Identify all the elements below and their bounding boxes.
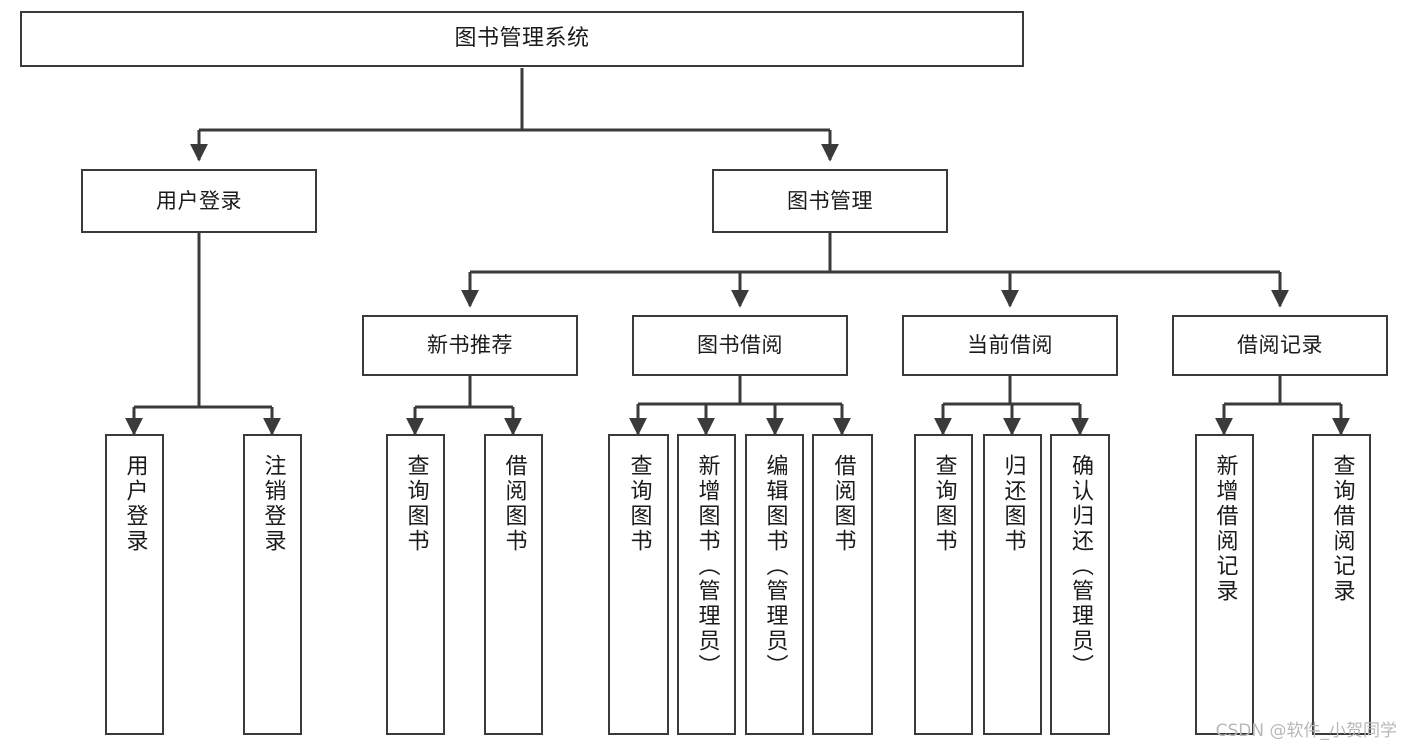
node-leaf-query-book-1[interactable]: 查询图书 <box>386 434 445 735</box>
node-root-system[interactable]: 图书管理系统 <box>20 11 1024 67</box>
node-leaf-user-login[interactable]: 用户登录 <box>105 434 164 735</box>
node-borrow-record[interactable]: 借阅记录 <box>1172 315 1388 376</box>
node-leaf-add-record[interactable]: 新增借阅记录 <box>1195 434 1254 735</box>
node-label: 图书管理 <box>787 188 873 213</box>
node-leaf-return-book[interactable]: 归还图书 <box>983 434 1042 735</box>
node-label: 查询图书 <box>403 454 429 554</box>
node-label: 新增图书（管理员） <box>694 454 720 679</box>
node-current-borrow[interactable]: 当前借阅 <box>902 315 1118 376</box>
node-label: 借阅图书 <box>501 454 527 554</box>
node-label: 当前借阅 <box>967 333 1053 358</box>
node-label: 图书管理系统 <box>454 26 590 52</box>
node-user-login[interactable]: 用户登录 <box>81 169 317 233</box>
node-label: 注销登录 <box>260 454 286 554</box>
node-label: 新增借阅记录 <box>1212 454 1238 604</box>
node-label: 新书推荐 <box>427 333 513 358</box>
node-label: 借阅记录 <box>1237 333 1323 358</box>
node-leaf-query-book-3[interactable]: 查询图书 <box>914 434 973 735</box>
node-label: 借阅图书 <box>830 454 856 554</box>
node-leaf-confirm-return[interactable]: 确认归还（管理员） <box>1050 434 1110 735</box>
node-label: 查询借阅记录 <box>1329 454 1355 604</box>
node-new-book-recommend[interactable]: 新书推荐 <box>362 315 578 376</box>
node-book-borrow[interactable]: 图书借阅 <box>632 315 848 376</box>
node-leaf-edit-book[interactable]: 编辑图书（管理员） <box>745 434 804 735</box>
node-leaf-borrow-book-1[interactable]: 借阅图书 <box>484 434 543 735</box>
node-label: 用户登录 <box>156 188 242 213</box>
node-leaf-query-record[interactable]: 查询借阅记录 <box>1312 434 1371 735</box>
node-label: 用户登录 <box>122 454 148 554</box>
node-leaf-user-logout[interactable]: 注销登录 <box>243 434 302 735</box>
node-label: 编辑图书（管理员） <box>762 454 788 679</box>
node-leaf-query-book-2[interactable]: 查询图书 <box>608 434 669 735</box>
node-label: 查询图书 <box>931 454 957 554</box>
node-leaf-borrow-book-2[interactable]: 借阅图书 <box>812 434 873 735</box>
node-book-manage[interactable]: 图书管理 <box>712 169 948 233</box>
node-label: 确认归还（管理员） <box>1068 454 1093 679</box>
node-label: 查询图书 <box>626 454 652 554</box>
node-leaf-add-book[interactable]: 新增图书（管理员） <box>677 434 736 735</box>
node-label: 归还图书 <box>1000 454 1026 554</box>
node-label: 图书借阅 <box>697 333 783 358</box>
